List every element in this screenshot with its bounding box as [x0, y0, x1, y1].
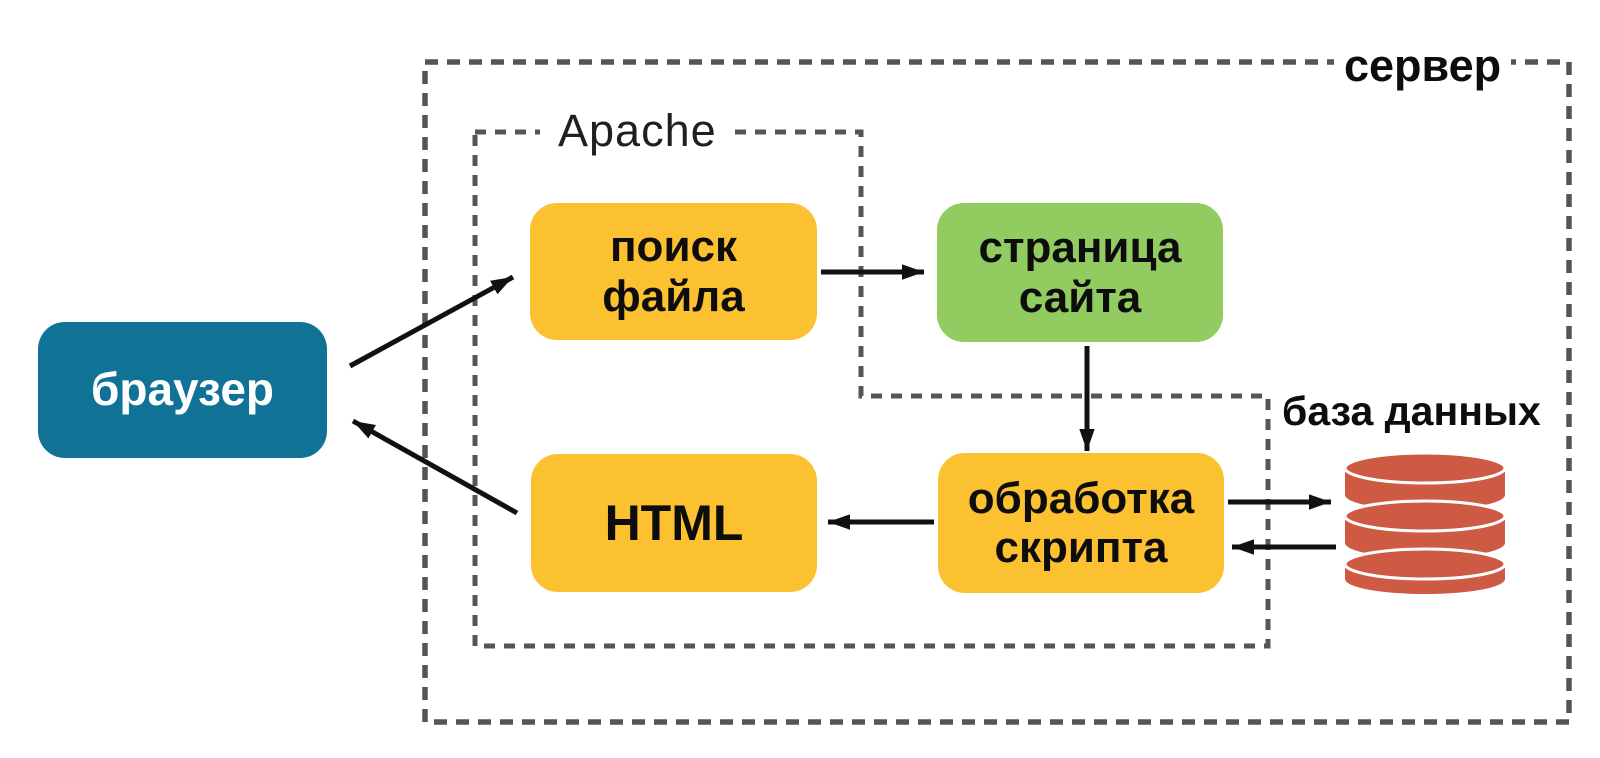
- node-site-page: страница сайта: [937, 203, 1223, 342]
- apache-region-label: Apache: [540, 105, 735, 157]
- node-file-search: поиск файла: [530, 203, 817, 340]
- server-dashed-border: [422, 59, 1572, 725]
- database-cylinder-icon: [1343, 452, 1507, 594]
- apache-dashed-border: [472, 129, 1271, 649]
- arrow-browser-to-file-search: [348, 274, 515, 369]
- node-script-processing: обработка скрипта: [938, 453, 1224, 593]
- node-html: HTML: [531, 454, 817, 592]
- server-region-label: сервер: [1334, 40, 1512, 92]
- arrow-html-to-browser: [351, 418, 519, 516]
- database-label: база данных: [1276, 388, 1547, 435]
- node-browser: браузер: [38, 322, 327, 458]
